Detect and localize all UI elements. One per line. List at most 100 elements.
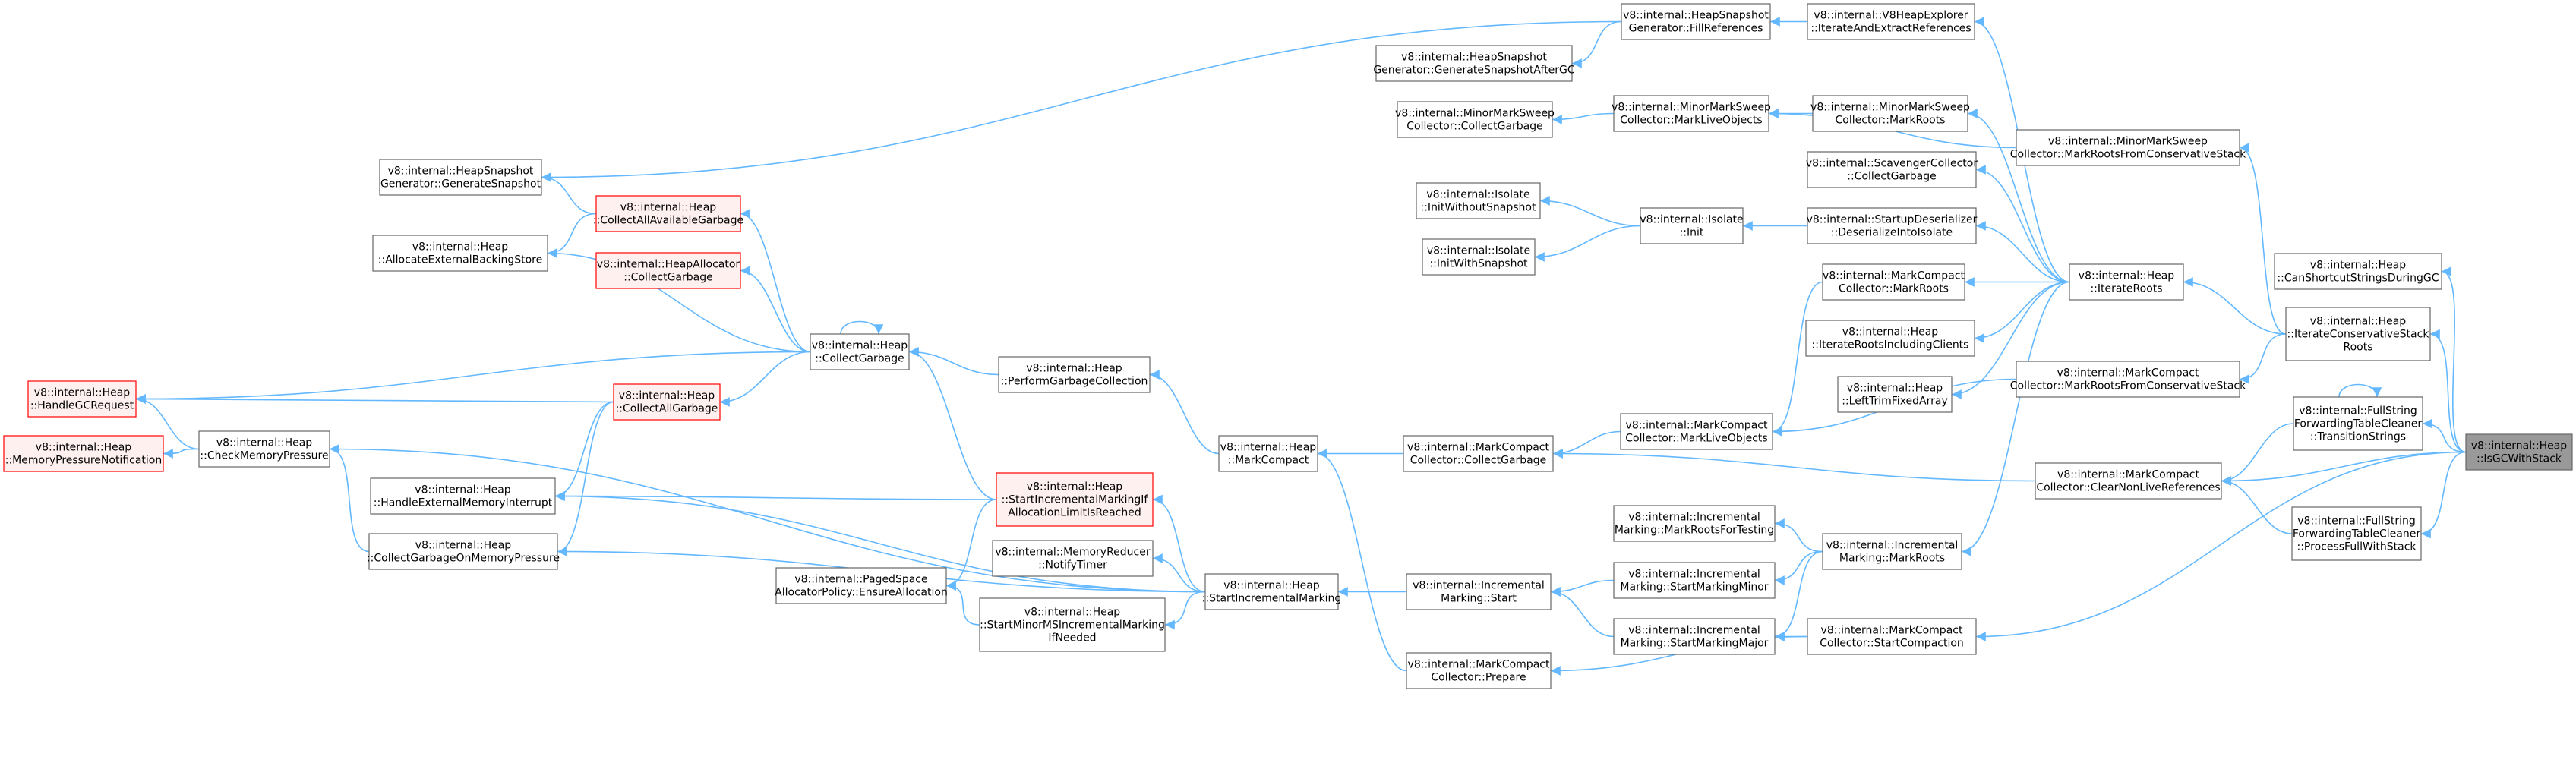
node-mark-compact-mark-roots-conservative[interactable]: v8::internal::MarkCompactCollector::Mark… bbox=[2010, 361, 2246, 398]
node-isolate-init-with-snapshot[interactable]: v8::internal::Isolate::InitWithSnapshot bbox=[1422, 238, 1536, 276]
node-box bbox=[992, 540, 1154, 577]
node-label-line: v8::internal::ScavengerCollector bbox=[1806, 157, 1978, 169]
edge-n_transition_strings-to-n_transition_strings bbox=[2338, 383, 2382, 398]
node-box bbox=[1397, 101, 1553, 138]
node-collect-all-available-garbage[interactable]: v8::internal::Heap::CollectAllAvailableG… bbox=[593, 195, 743, 232]
node-process-full-with-stack[interactable]: v8::internal::FullStringForwardingTableC… bbox=[2291, 506, 2422, 561]
node-box bbox=[1613, 95, 1769, 132]
node-is-gc-with-stack[interactable]: v8::internal::Heap::IsGCWithStack bbox=[2465, 433, 2573, 471]
node-minor-ms-mark-roots-conservative[interactable]: v8::internal::MinorMarkSweepCollector::M… bbox=[2010, 129, 2246, 166]
node-heap-collect-garbage[interactable]: v8::internal::Heap::CollectGarbage bbox=[810, 333, 910, 370]
node-label-line: v8::internal::Heap bbox=[1027, 481, 1122, 493]
node-start-minor-ms-incremental-marking[interactable]: v8::internal::Heap::StartMinorMSIncremen… bbox=[979, 597, 1166, 652]
node-heap-iterate-roots[interactable]: v8::internal::Heap::IterateRoots bbox=[2069, 263, 2184, 301]
node-startup-deserialize-into-isolate[interactable]: v8::internal::StartupDeserializer::Deser… bbox=[1807, 207, 1978, 244]
node-scavenger-collect-garbage[interactable]: v8::internal::ScavengerCollector::Collec… bbox=[1806, 151, 1978, 188]
node-minor-ms-collect-garbage[interactable]: v8::internal::MinorMarkSweepCollector::C… bbox=[1395, 101, 1555, 138]
node-label-line: ::TransitionStrings bbox=[2310, 430, 2406, 443]
node-collect-garbage-on-memory-pressure[interactable]: v8::internal::Heap::CollectGarbageOnMemo… bbox=[367, 533, 560, 570]
node-marking-roots-for-testing[interactable]: v8::internal::IncrementalMarking::MarkRo… bbox=[1613, 505, 1776, 542]
edge-n_process_full_with_stack-to-n_is_gc_with_stack bbox=[2420, 451, 2467, 539]
node-isolate-init-without-snapshot[interactable]: v8::internal::Isolate::InitWithoutSnapsh… bbox=[1416, 182, 1541, 219]
node-box bbox=[613, 383, 721, 421]
node-perform-garbage-collection[interactable]: v8::internal::Heap::PerformGarbageCollec… bbox=[998, 356, 1151, 393]
node-label-line: v8::internal::Incremental bbox=[1628, 624, 1760, 636]
edge-n_perform_garbage_collection-to-n_heap_mark_compact bbox=[1149, 370, 1220, 455]
node-paged-space-ensure-allocation[interactable]: v8::internal::PagedSpaceAllocatorPolicy:… bbox=[775, 567, 948, 604]
node-heap-start-incremental-marking[interactable]: v8::internal::Heap::StartIncrementalMark… bbox=[1202, 573, 1342, 610]
node-label-line: v8::internal::Heap bbox=[34, 386, 130, 399]
node-incremental-marking-mark-roots[interactable]: v8::internal::IncrementalMarking::MarkRo… bbox=[1822, 533, 1962, 570]
node-label-line: ::CheckMemoryPressure bbox=[200, 449, 328, 462]
node-mark-compact-mark-roots[interactable]: v8::internal::MarkCompactCollector::Mark… bbox=[1822, 263, 1965, 301]
node-start-incremental-marking-if-limit[interactable]: v8::internal::Heap::StartIncrementalMark… bbox=[996, 472, 1154, 527]
node-snapshot-generate-snapshot[interactable]: v8::internal::HeapSnapshotGenerator::Gen… bbox=[379, 159, 542, 196]
node-mark-compact-start-compaction[interactable]: v8::internal::MarkCompactCollector::Star… bbox=[1807, 618, 1977, 655]
node-start-marking-minor[interactable]: v8::internal::IncrementalMarking::StartM… bbox=[1613, 562, 1776, 599]
node-label-line: ForwardingTableCleaner bbox=[2294, 418, 2422, 430]
edge-n_incremental_marking_start-to-n_start_marking_major bbox=[1550, 587, 1615, 638]
node-label-line: ::StartMinorMSIncrementalMarking bbox=[980, 619, 1165, 631]
node-handle-external-memory-interrupt[interactable]: v8::internal::Heap::HandleExternalMemory… bbox=[370, 477, 556, 515]
node-mark-compact-prepare[interactable]: v8::internal::MarkCompactCollector::Prep… bbox=[1406, 652, 1552, 689]
node-minor-ms-mark-roots[interactable]: v8::internal::MinorMarkSweepCollector::M… bbox=[1810, 95, 1970, 132]
node-handle-gc-request[interactable]: v8::internal::Heap::HandleGCRequest bbox=[27, 380, 137, 418]
node-start-marking-major[interactable]: v8::internal::IncrementalMarking::StartM… bbox=[1613, 618, 1776, 655]
node-isolate-init[interactable]: v8::internal::Isolate::Init bbox=[1640, 207, 1744, 244]
node-memory-pressure-notification[interactable]: v8::internal::Heap::MemoryPressureNotifi… bbox=[3, 435, 164, 472]
edge-n_left_trim_fixed_array-to-n_heap_iterate_roots bbox=[1951, 281, 2070, 399]
node-can-shortcut-strings[interactable]: v8::internal::Heap::CanShortcutStringsDu… bbox=[2274, 253, 2442, 290]
node-snapshot-fill-references[interactable]: v8::internal::HeapSnapshotGenerator::Fil… bbox=[1621, 3, 1771, 40]
node-box bbox=[1822, 533, 1962, 570]
node-incremental-marking-start[interactable]: v8::internal::IncrementalMarking::Start bbox=[1406, 573, 1552, 610]
node-box bbox=[1807, 207, 1977, 244]
node-label-line: Roots bbox=[2343, 341, 2372, 353]
node-label-line: v8::internal::MarkCompact bbox=[2057, 367, 2199, 379]
edge-n_heap_mark_compact-to-n_mark_compact_prepare bbox=[1317, 449, 1407, 672]
node-box bbox=[372, 235, 548, 272]
node-mark-compact-clear-non-live-references[interactable]: v8::internal::MarkCompactCollector::Clea… bbox=[2035, 462, 2222, 500]
node-box bbox=[2285, 307, 2431, 361]
node-minor-ms-mark-live-objects[interactable]: v8::internal::MinorMarkSweepCollector::M… bbox=[1612, 95, 1771, 132]
node-label-line: ::StartIncrementalMarking bbox=[1202, 592, 1342, 604]
node-label-line: v8::internal::MinorMarkSweep bbox=[1395, 107, 1555, 119]
node-memory-reducer-notify-timer[interactable]: v8::internal::MemoryReducer::NotifyTimer bbox=[992, 540, 1154, 577]
edge-n_mark_compact_clear_non_live_references-to-n_transition_strings bbox=[2221, 423, 2294, 486]
edge-n_incremental_marking_mark_roots-to-n_heap_iterate_roots bbox=[1961, 281, 2070, 556]
node-label-line: v8::internal::Heap bbox=[620, 201, 716, 213]
node-mark-compact-collect-garbage[interactable]: v8::internal::MarkCompactCollector::Coll… bbox=[1403, 435, 1554, 472]
node-collect-all-garbage[interactable]: v8::internal::Heap::CollectAllGarbage bbox=[613, 383, 721, 421]
node-label-line: ::InitWithSnapshot bbox=[1429, 257, 1528, 269]
node-transition-strings[interactable]: v8::internal::FullStringForwardingTableC… bbox=[2293, 396, 2423, 451]
node-left-trim-fixed-array[interactable]: v8::internal::Heap::LeftTrimFixedArray bbox=[1837, 376, 1953, 413]
node-label-line: v8::internal::HeapSnapshot bbox=[388, 165, 534, 177]
node-label-line: v8::internal::Heap bbox=[1220, 441, 1316, 453]
node-box bbox=[1416, 182, 1541, 219]
node-mark-compact-mark-live-objects[interactable]: v8::internal::MarkCompactCollector::Mark… bbox=[1620, 413, 1773, 450]
node-box bbox=[1621, 3, 1771, 40]
node-label-line: ::CollectGarbageOnMemoryPressure bbox=[367, 552, 560, 564]
node-allocate-external-backing-store[interactable]: v8::internal::Heap::AllocateExternalBack… bbox=[372, 235, 548, 272]
node-label-line: ::DeserializeIntoIsolate bbox=[1831, 226, 1953, 238]
node-heap-mark-compact[interactable]: v8::internal::Heap::MarkCompact bbox=[1218, 435, 1318, 472]
node-heap-allocator-collect-garbage[interactable]: v8::internal::HeapAllocator::CollectGarb… bbox=[595, 252, 741, 289]
node-label-line: v8::internal::Heap bbox=[216, 437, 312, 449]
node-snapshot-generate-after-gc[interactable]: v8::internal::HeapSnapshotGenerator::Gen… bbox=[1373, 45, 1575, 82]
node-box bbox=[368, 533, 558, 570]
node-label-line: v8::internal::StartupDeserializer bbox=[1807, 213, 1978, 225]
edge-n_snapshot_generate_after_gc-to-n_snapshot_fill_references bbox=[1571, 20, 1622, 68]
node-label-line: v8::internal::HeapSnapshot bbox=[1623, 9, 1769, 21]
edge-n_heap_collect_garbage-to-n_perform_garbage_collection bbox=[908, 347, 999, 376]
node-box bbox=[775, 567, 947, 604]
node-label-line: v8::internal::Heap bbox=[2310, 315, 2406, 327]
node-label-line: AllocatorPolicy::EnsureAllocation bbox=[775, 586, 948, 598]
edge-n_handle_gc_request-to-n_collect_all_garbage bbox=[135, 394, 614, 404]
edge-n_marking_roots_for_testing-to-n_incremental_marking_mark_roots bbox=[1774, 518, 1823, 553]
node-label-line: v8::internal::MarkCompact bbox=[1408, 658, 1550, 670]
node-label-line: ::CollectAllGarbage bbox=[616, 402, 718, 414]
node-iterate-conservative-stack-roots[interactable]: v8::internal::Heap::IterateConservativeS… bbox=[2285, 307, 2431, 361]
node-label-line: Collector::ClearNonLiveReferences bbox=[2036, 481, 2220, 493]
node-v8-heap-explorer[interactable]: v8::internal::V8HeapExplorer::IterateAnd… bbox=[1807, 3, 1975, 40]
node-check-memory-pressure[interactable]: v8::internal::Heap::CheckMemoryPressure bbox=[198, 430, 330, 468]
node-iterate-roots-including-clients[interactable]: v8::internal::Heap::IterateRootsIncludin… bbox=[1805, 320, 1975, 357]
